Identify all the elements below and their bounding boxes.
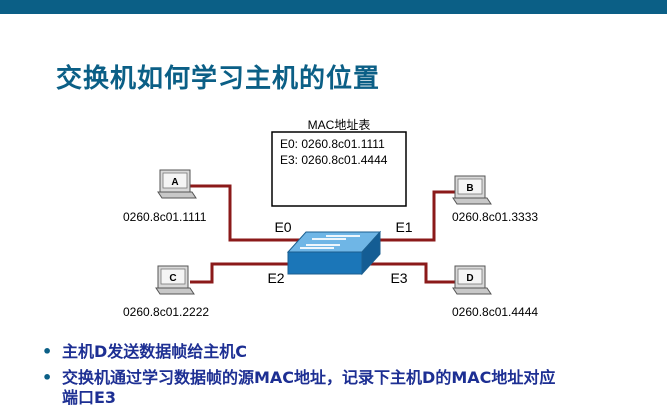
computer-icon [452, 175, 492, 205]
bullet-text: 交换机通过学习数据帧的源MAC地址，记录下主机D的MAC地址对应 [62, 368, 556, 387]
host-label: C [169, 273, 176, 284]
link-a-e0 [190, 184, 302, 242]
mac-table-row: E3: 0260.8c01.4444 [280, 153, 388, 167]
port-label-e0: E0 [274, 219, 291, 235]
mac-table-title: MAC地址表 [308, 118, 371, 132]
switch-learning-diagram: MAC地址表 E0: 0260.8c01.1111 E3: 0260.8c01.… [123, 118, 538, 319]
host-a: A [157, 169, 197, 199]
network-links [190, 184, 455, 284]
computer-icon [452, 265, 492, 295]
host-c: C [155, 265, 195, 295]
link-d-e3 [362, 262, 455, 284]
bullet-dot-icon: • [42, 342, 53, 361]
host-a-mac: 0260.8c01.1111 [123, 210, 207, 224]
host-d-mac: 0260.8c01.4444 [452, 305, 538, 319]
bullet-text: 端口E3 [62, 388, 117, 407]
computer-icon [157, 169, 197, 199]
switch-side [361, 230, 381, 276]
bullet-text: 主机D发送数据帧给主机C [62, 342, 248, 361]
port-label-e2: E2 [267, 270, 284, 286]
bullet-list: • 主机D发送数据帧给主机C • 交换机通过学习数据帧的源MAC地址，记录下主机D的… [40, 342, 555, 414]
switch-icon [286, 230, 382, 276]
port-label-e1: E1 [395, 219, 412, 235]
top-banner [0, 0, 667, 14]
host-b: B [452, 175, 492, 205]
mac-table-row: E0: 0260.8c01.1111 [280, 137, 385, 151]
mac-table: MAC地址表 E0: 0260.8c01.1111 E3: 0260.8c01.… [271, 118, 407, 207]
switch-front [287, 251, 363, 275]
host-d: D [452, 265, 492, 295]
host-label: A [171, 177, 178, 188]
bullet-dot-icon: • [42, 368, 53, 387]
host-label: D [466, 273, 473, 284]
host-label: B [466, 183, 473, 194]
mac-table-border [271, 131, 407, 207]
host-c-mac: 0260.8c01.2222 [123, 305, 209, 319]
bullet-item-continuation: 端口E3 [40, 388, 555, 408]
slide-title: 交换机如何学习主机的位置 [56, 64, 381, 94]
computer-icon [155, 265, 195, 295]
bullet-item: • 交换机通过学习数据帧的源MAC地址，记录下主机D的MAC地址对应 [40, 368, 555, 388]
bullet-item: • 主机D发送数据帧给主机C [40, 342, 555, 362]
switch-arrows [300, 235, 360, 249]
host-b-mac: 0260.8c01.3333 [452, 210, 538, 224]
port-label-e3: E3 [390, 270, 407, 286]
link-b-e1 [374, 190, 455, 242]
link-c-e2 [190, 262, 302, 284]
